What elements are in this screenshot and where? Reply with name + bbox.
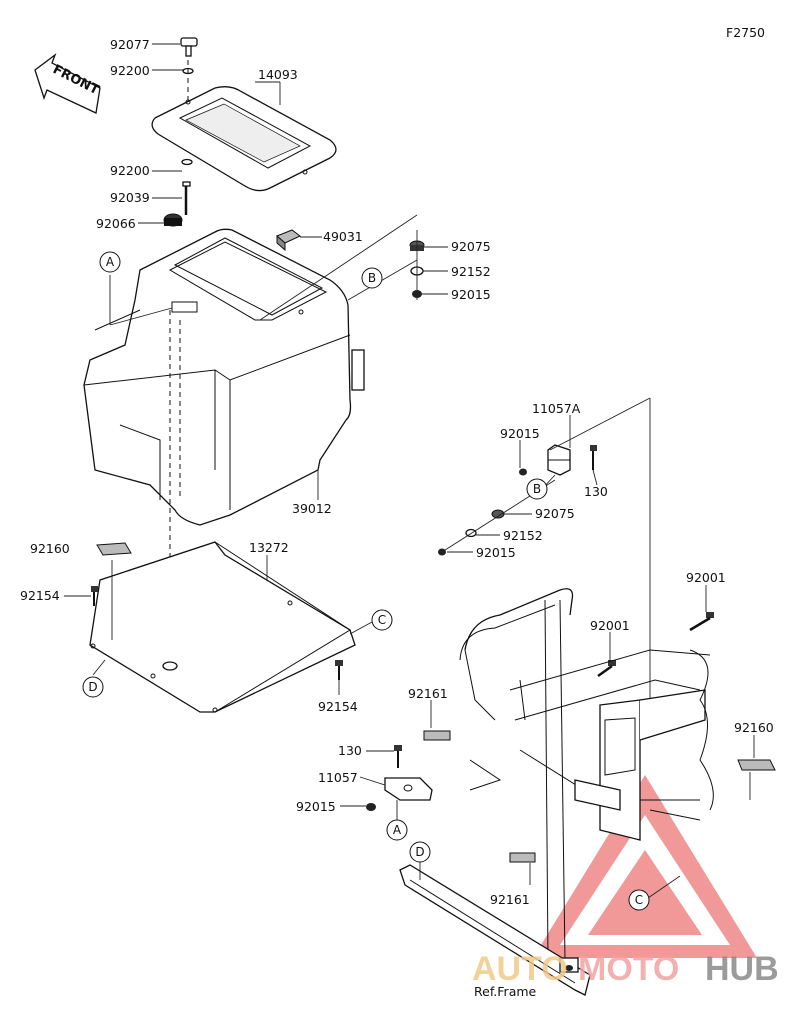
diagram-id: F2750 [726,25,765,40]
label-92015-left: 92015 [296,799,336,814]
knob-92077 [180,37,198,57]
svg-text:MOTO: MOTO [578,950,679,988]
frame-rail-d [399,864,591,996]
label-92154-bottom: 92154 [318,699,358,714]
callout-a-top: A [99,251,121,273]
callout-a-bracket: A [386,819,408,841]
label-92039: 92039 [110,190,150,205]
pad-92161-upper [423,730,451,741]
svg-text:AUTO: AUTO [472,950,568,988]
svg-text:D: D [415,845,424,859]
watermark-logo [533,775,757,958]
label-13272: 13272 [249,540,289,555]
cap-92066 [163,213,183,227]
pad-92161-lower [509,852,536,863]
storage-box-39012 [83,228,365,526]
svg-text:B: B [368,271,376,285]
tray-13272 [89,541,356,713]
label-92154-left: 92154 [20,588,60,603]
svg-text:C: C [635,893,643,907]
label-92066: 92066 [96,216,136,231]
svg-text:C: C [378,613,386,627]
label-92161-lower: 92161 [490,892,530,907]
label-92075-mid: 92075 [535,506,575,521]
bolt-92001-top [689,612,714,632]
label-130-right: 130 [584,484,608,499]
label-92015-right: 92015 [500,426,540,441]
svg-text:A: A [393,823,402,837]
svg-text:B: B [533,482,541,496]
svg-text:A: A [106,255,115,269]
label-92160-right: 92160 [734,720,774,735]
label-92161-upper: 92161 [408,686,448,701]
label-92200-top: 92200 [110,63,150,78]
bracket-11057 [366,745,433,811]
label-92015-top: 92015 [451,287,491,302]
label-92077: 92077 [110,37,150,52]
watermark-text: AUTO MOTO HUB [472,950,779,988]
clip-49031 [276,229,301,252]
label-39012: 39012 [292,501,332,516]
label-92160-left: 92160 [30,541,70,556]
label-92001-mid: 92001 [590,618,630,633]
callout-b-right: B [526,478,548,500]
label-130-left: 130 [338,743,362,758]
label-92152-top: 92152 [451,264,491,279]
label-11057: 11057 [318,770,358,785]
callout-d-tray: D [82,676,104,698]
pad-92160-right [737,759,776,771]
bolt-92039 [182,181,191,215]
bolt-92001-mid [597,660,616,678]
leader-lines [64,43,755,899]
svg-text:HUB: HUB [705,950,779,988]
front-arrow-icon: FRONT [34,53,101,114]
svg-text:D: D [88,680,97,694]
washer-92200-mid [181,158,193,166]
bolt-92154-left [91,586,98,606]
label-92152-mid: 92152 [503,528,543,543]
label-ref-frame: Ref.Frame [474,984,537,999]
label-11057a: 11057A [532,401,581,416]
callout-d-rail: D [409,841,431,863]
frame-structure [459,588,714,961]
callout-c-frame: C [628,889,650,911]
label-92001-top: 92001 [686,570,726,585]
label-14093: 14093 [258,67,298,82]
lid-14093 [151,86,337,192]
callout-c-tray: C [371,609,393,631]
label-92015-mid: 92015 [476,545,516,560]
callout-b-top: B [361,267,383,289]
label-49031: 49031 [323,229,363,244]
bolt-92154-bottom [335,660,343,680]
label-92200-mid: 92200 [110,163,150,178]
label-92075-top: 92075 [451,239,491,254]
pad-92160-left [96,542,132,556]
bracket-11057a [519,444,597,476]
